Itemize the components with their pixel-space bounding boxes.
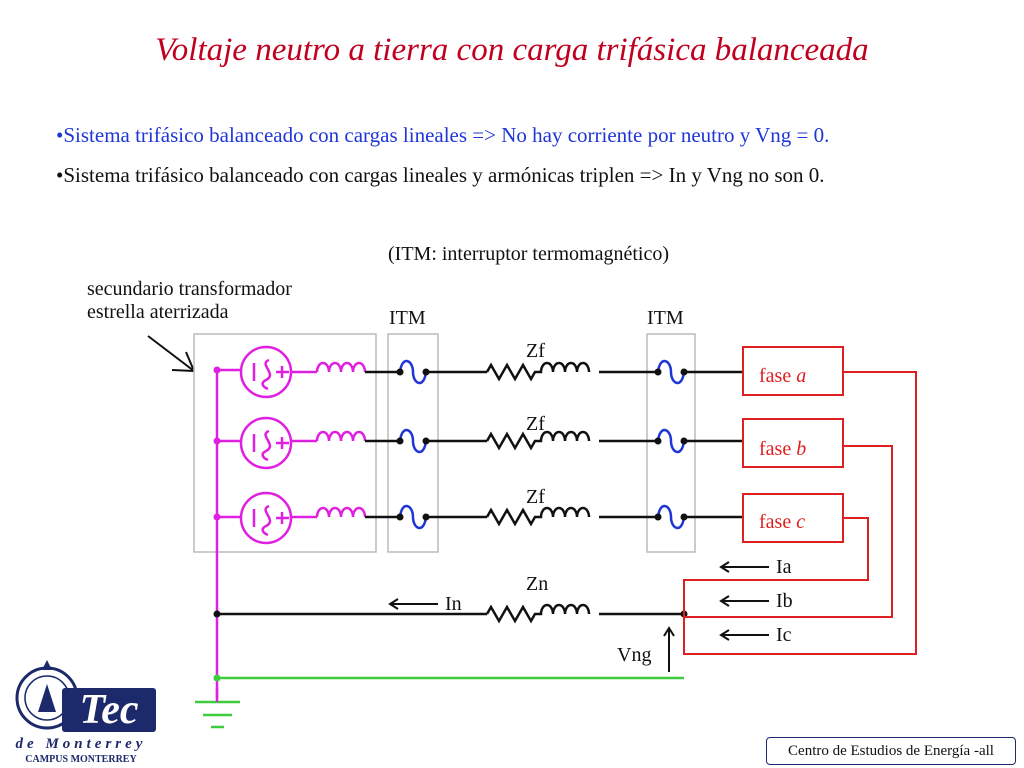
itm-definition-note: (ITM: interruptor termomagnético) (388, 243, 670, 265)
load-return-wiring (683, 371, 917, 655)
star-neutral-bus (215, 368, 240, 698)
zf-label-c: Zf (526, 486, 545, 508)
ic-label: Ic (776, 624, 792, 646)
load-label-b: fase b (759, 438, 806, 460)
current-arrows (388, 561, 769, 672)
zn (485, 603, 591, 624)
transformer-label-line-1: secundario transformador (87, 278, 292, 300)
tec-city: de Monterrey (15, 736, 147, 752)
itm-box-2 (646, 333, 696, 553)
footer-credit: Centro de Estudios de Energía -all (766, 737, 1016, 765)
tec-campus: CAMPUS MONTERREY (25, 754, 137, 765)
ground-conductor (195, 676, 684, 729)
load-box-b (742, 418, 844, 468)
ia-label: Ia (776, 556, 792, 578)
zf-b (485, 430, 591, 451)
neutral-node-source (213, 610, 221, 618)
coil-c (315, 506, 367, 518)
bullet-point-2: •Sistema trifásico balanceado con cargas… (56, 163, 825, 187)
itm-box-1 (387, 333, 439, 553)
bullet-point-1: •Sistema trifásico balanceado con cargas… (56, 123, 830, 147)
voltage-source-a (239, 345, 317, 399)
zf-label-a: Zf (526, 340, 545, 362)
transformer-coils (315, 361, 367, 518)
vng-label: Vng (617, 644, 651, 666)
ground-node (213, 674, 221, 682)
transformer-pointer-arrow (147, 335, 195, 372)
itm-breakers (396, 359, 688, 530)
load-label-c: fase c (759, 511, 805, 533)
coil-a (315, 361, 367, 373)
tec-logo: Tec de Monterrey CAMPUS MONTERREY (6, 652, 156, 768)
star-node-a (213, 366, 221, 374)
in-label: In (445, 593, 462, 615)
transformer-label-line-2: estrella aterrizada (87, 301, 229, 323)
star-node-c (213, 513, 221, 521)
zf-c (485, 506, 591, 527)
transformer-label: secundario transformador estrella aterri… (87, 278, 292, 324)
voltage-source-b (239, 416, 317, 470)
load-label-a: fase a (759, 365, 806, 387)
ib-label: Ib (776, 590, 793, 612)
star-node-b (213, 437, 221, 445)
phase-conductors (365, 370, 743, 519)
voltage-source-c (239, 491, 317, 545)
page-title: Voltaje neutro a tierra con carga trifás… (155, 32, 869, 68)
itm-label-1: ITM (389, 307, 426, 329)
coil-b (315, 430, 367, 442)
tec-wordmark: Tec (62, 688, 156, 732)
zn-label: Zn (526, 573, 548, 595)
transformer-box (193, 333, 377, 553)
itm-label-2: ITM (647, 307, 684, 329)
line-impedances (485, 361, 591, 624)
zf-a (485, 361, 591, 382)
zf-label-b: Zf (526, 413, 545, 435)
